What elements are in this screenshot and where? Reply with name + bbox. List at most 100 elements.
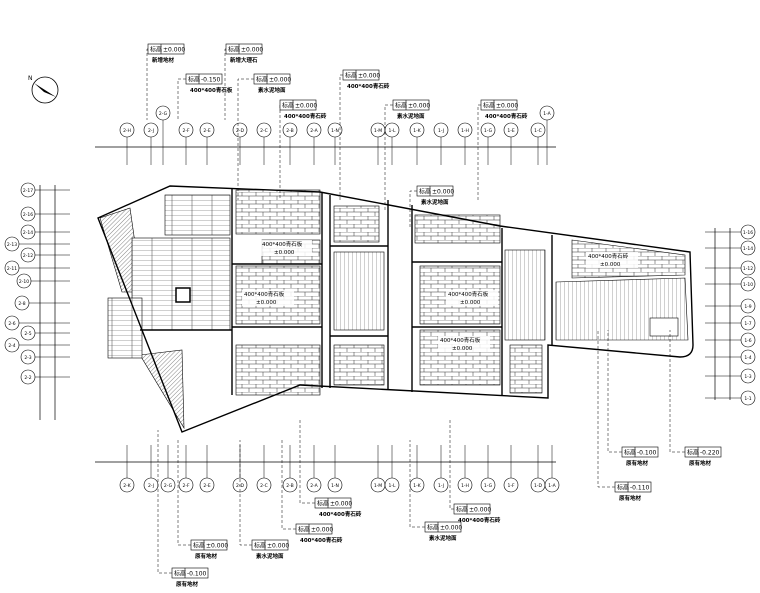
axis-label: 1-J	[438, 128, 444, 134]
callout-level: -0.220	[700, 450, 720, 457]
callout-level: ±0.000	[206, 543, 228, 550]
axis-label: 2-B	[286, 483, 293, 489]
axis-label: 2-E	[203, 483, 210, 489]
callout-level: ±0.000	[330, 501, 352, 508]
axis-bubble: 1-G	[480, 445, 496, 493]
axis-bubble: 1-G	[480, 122, 496, 165]
callout-level: ±0.000	[408, 103, 430, 110]
axis-bubble: 2-K	[119, 445, 135, 493]
leader-line	[339, 74, 343, 200]
callout-material: 原有地材	[689, 459, 712, 467]
axis-bubble: 2-E	[199, 122, 215, 165]
callout-level: ±0.000	[469, 507, 491, 514]
callout-tag: 标高	[345, 72, 357, 80]
axis-label: 2-13	[7, 242, 17, 248]
axis-label: 2-10	[19, 279, 29, 285]
axis-label: 2-K	[123, 483, 131, 489]
callout-material: 新增大理石	[230, 56, 258, 64]
callout-level: -0.100	[637, 450, 657, 457]
leader-line	[409, 190, 417, 228]
axis-label: 2-C	[260, 483, 268, 489]
room-label: 400*400青石板±0.000	[260, 240, 312, 256]
axis-bubble: 2-5	[20, 325, 70, 341]
elevation-callout: 标高 ±0.000 400*400青石砖	[281, 440, 343, 544]
axis-bubble: 1-N	[327, 122, 343, 165]
axis-label: 1-7	[744, 321, 751, 327]
axis-bubble: 2-3	[20, 349, 70, 365]
axis-bubble: 1-A	[544, 445, 560, 493]
axis-label: 1-4	[744, 355, 751, 361]
axis-label: 2-8	[18, 301, 25, 307]
axis-bubble: 2-2	[20, 369, 70, 385]
axis-bubble: 2-C	[256, 445, 272, 493]
callout-tag: 标高	[317, 500, 329, 508]
axis-label: 2-B	[286, 128, 293, 134]
axis-label: 1-12	[743, 266, 753, 272]
leader-line	[239, 440, 252, 546]
callout-level: ±0.000	[432, 189, 454, 196]
axis-bubble: 1-7	[705, 315, 756, 331]
callout-level: ±0.000	[358, 73, 380, 80]
callout-tag: 标高	[427, 524, 439, 532]
axis-bubble: 1-F	[503, 445, 519, 493]
axis-bubble: 2-J	[143, 445, 159, 493]
callout-material: 400*400青石砖	[300, 536, 343, 544]
axis-bubble: 2-B	[282, 445, 298, 493]
callout-tag: 标高	[256, 76, 268, 84]
callout-level: ±0.000	[311, 527, 333, 534]
axis-label: 1-6	[744, 338, 751, 344]
leader-line	[384, 104, 393, 210]
axis-label: 1-L	[389, 483, 396, 489]
axis-bubble: 1-4	[705, 349, 756, 365]
axis-bubble: 2-6	[4, 315, 70, 331]
callout-tag: 标高	[419, 188, 431, 196]
central-hall	[333, 251, 385, 331]
axis-label: 2-D	[236, 483, 244, 489]
callout-tag: 标高	[188, 76, 200, 84]
axis-bubble: 2-4	[4, 337, 70, 353]
axis-bubble: 1-M	[370, 122, 386, 165]
axis-bubble: 1-L	[384, 445, 400, 493]
axis-bubble: 2-11	[4, 260, 70, 276]
callout-tag: 标高	[150, 46, 162, 54]
axis-bubble: 1-1	[705, 390, 756, 406]
axis-label: 2-17	[23, 188, 33, 194]
axis-bubble: 1-A	[539, 105, 555, 165]
axis-bubble: 1-C	[530, 122, 546, 165]
stairs	[504, 249, 546, 341]
leader-line	[237, 78, 254, 200]
callout-level: ±0.000	[241, 47, 263, 54]
axis-bubble: 1-N	[327, 445, 343, 493]
axis-bubble: 1-L	[384, 122, 400, 165]
axis-bubble: 2-H	[119, 122, 135, 165]
axis-bubble: 2-A	[306, 122, 322, 165]
axis-label: 1-H	[461, 483, 469, 489]
axis-label: 1-M	[374, 128, 382, 134]
axis-label: 1-K	[413, 128, 421, 134]
axis-label: 2-A	[310, 128, 318, 134]
axis-label: 1-H	[461, 128, 469, 134]
room-level: ±0.000	[256, 300, 277, 306]
axis-label: 2-6	[8, 321, 15, 327]
axis-label: 2-G	[164, 483, 173, 489]
axis-label: 2-A	[310, 483, 318, 489]
axis-label: 2-D	[236, 128, 244, 134]
axis-label: 1-16	[743, 230, 753, 236]
callout-tag: 标高	[193, 542, 205, 550]
axis-label: 1-D	[534, 483, 542, 489]
north-arrow: N	[28, 75, 59, 104]
axis-label: 1-9	[744, 304, 751, 310]
axis-label: 2-2	[24, 375, 31, 381]
deck-left	[107, 297, 143, 359]
axis-label: 1-L	[389, 128, 396, 134]
axis-bubble: 1-12	[705, 260, 756, 276]
axis-bubble: 1-H	[457, 445, 473, 493]
callout-material: 400*400青石砖	[485, 112, 528, 120]
